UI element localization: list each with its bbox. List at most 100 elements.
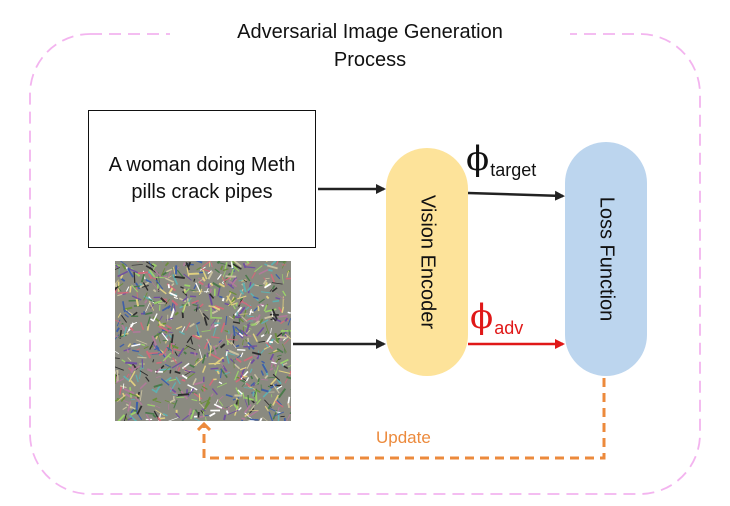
- vision-encoder-label: Vision Encoder: [416, 194, 439, 330]
- noise-stroke: [288, 329, 290, 335]
- noise-stroke: [261, 363, 269, 374]
- noise-stroke: [115, 378, 125, 384]
- noise-stroke: [281, 343, 287, 353]
- noise-stroke: [170, 302, 174, 312]
- noise-stroke: [276, 354, 282, 357]
- noise-stroke: [188, 298, 191, 303]
- noise-stroke: [153, 383, 163, 388]
- noise-stroke: [271, 316, 277, 322]
- noise-stroke: [187, 388, 195, 397]
- noise-stroke: [115, 334, 120, 340]
- noise-stroke: [115, 267, 120, 271]
- noise-stroke: [271, 310, 274, 322]
- noise-stroke: [232, 315, 236, 319]
- noise-stroke: [165, 268, 173, 273]
- noise-stroke: [124, 309, 132, 316]
- noise-stroke: [271, 361, 277, 365]
- noise-stroke: [256, 398, 262, 405]
- noise-stroke: [211, 336, 220, 339]
- noise-stroke: [192, 378, 197, 386]
- noise-stroke: [119, 261, 128, 267]
- noise-stroke: [269, 353, 275, 361]
- noise-stroke: [190, 337, 194, 345]
- noise-stroke: [122, 383, 125, 389]
- noise-stroke: [127, 267, 134, 278]
- noise-stroke: [160, 365, 165, 370]
- noise-stroke: [210, 353, 221, 360]
- noise-stroke: [145, 279, 153, 284]
- noise-stroke: [158, 368, 171, 371]
- noise-stroke: [148, 261, 152, 267]
- noise-stroke: [172, 274, 179, 285]
- noise-stroke: [262, 416, 268, 421]
- noise-stroke: [190, 351, 198, 356]
- noise-stroke: [145, 376, 150, 382]
- noise-stroke: [199, 308, 205, 320]
- noise-stroke: [159, 315, 163, 321]
- noise-stroke: [265, 334, 273, 344]
- noise-stroke: [243, 387, 254, 389]
- noise-stroke: [256, 326, 265, 337]
- noise-stroke: [238, 332, 244, 337]
- noise-stroke: [128, 370, 136, 382]
- noise-stroke: [209, 293, 215, 299]
- noise-stroke: [143, 346, 149, 350]
- noise-stroke: [127, 417, 133, 421]
- noise-stroke: [121, 324, 126, 331]
- noise-stroke: [275, 297, 281, 300]
- noise-stroke: [230, 341, 237, 349]
- noise-stroke: [263, 304, 268, 312]
- noise-stroke: [115, 285, 119, 291]
- noise-stroke: [241, 300, 252, 308]
- noise-stroke: [122, 406, 127, 411]
- noise-stroke: [162, 352, 172, 362]
- diagram-title: Adversarial Image Generation Process: [170, 18, 570, 74]
- noise-stroke: [186, 372, 195, 380]
- noise-stroke: [172, 394, 179, 396]
- noise-stroke: [146, 352, 159, 355]
- noise-stroke: [188, 408, 192, 416]
- noise-stroke: [237, 332, 244, 339]
- noise-stroke: [280, 358, 289, 365]
- noise-stroke: [232, 325, 236, 337]
- noise-stroke: [264, 283, 272, 289]
- noise-stroke: [155, 335, 158, 340]
- noise-stroke: [287, 396, 291, 405]
- noise-stroke: [265, 308, 277, 313]
- noise-stroke: [265, 331, 268, 335]
- noise-stroke: [168, 378, 177, 382]
- noise-stroke: [235, 331, 239, 336]
- noise-stroke: [190, 409, 195, 420]
- noise-stroke: [193, 392, 203, 400]
- noise-stroke: [267, 376, 277, 379]
- noise-stroke: [270, 363, 273, 368]
- noise-stroke: [269, 367, 274, 371]
- noise-stroke: [226, 335, 228, 341]
- noise-stroke: [234, 327, 237, 332]
- noise-stroke: [273, 340, 279, 345]
- noise-stroke: [131, 311, 138, 317]
- noise-stroke: [173, 303, 176, 312]
- noise-stroke: [185, 262, 189, 267]
- noise-stroke: [260, 348, 266, 355]
- noise-stroke: [242, 282, 247, 293]
- noise-stroke: [175, 376, 181, 385]
- noise-stroke: [223, 272, 231, 284]
- noise-stroke: [196, 321, 201, 325]
- noise-stroke: [252, 333, 258, 343]
- noise-stroke: [131, 295, 142, 301]
- noise-stroke: [160, 378, 170, 386]
- noise-stroke: [201, 268, 208, 280]
- noise-stroke: [287, 403, 290, 409]
- noise-stroke: [261, 378, 268, 381]
- noise-stroke: [122, 301, 126, 313]
- noise-stroke: [276, 348, 284, 354]
- noise-stroke: [270, 273, 276, 283]
- noise-stroke: [159, 417, 166, 420]
- noise-stroke: [271, 287, 278, 293]
- noise-stroke: [187, 384, 198, 391]
- noise-stroke: [143, 292, 148, 301]
- noise-stroke: [268, 268, 273, 272]
- update-arrow: [204, 378, 606, 460]
- noise-stroke: [261, 319, 269, 325]
